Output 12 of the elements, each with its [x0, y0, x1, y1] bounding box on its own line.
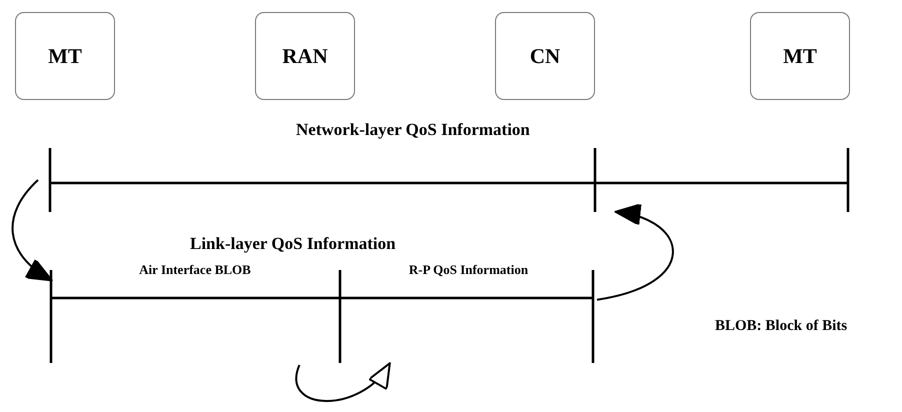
entity-box: MT: [15, 12, 115, 100]
entity-box: RAN: [255, 12, 355, 100]
note-text: BLOB: Block of Bits: [715, 318, 848, 335]
span-label: Air Interface BLOB: [138, 262, 252, 278]
curved-arrow: [295, 362, 391, 402]
span-label: Network-layer QoS Information: [296, 120, 530, 140]
span-label: Link-layer QoS Information: [190, 234, 396, 254]
span-label: R-P QoS Information: [408, 262, 530, 278]
entity-box: CN: [495, 12, 595, 100]
curved-arrow: [12, 179, 53, 282]
curved-arrow: [596, 205, 674, 301]
entity-box: MT: [750, 12, 850, 100]
